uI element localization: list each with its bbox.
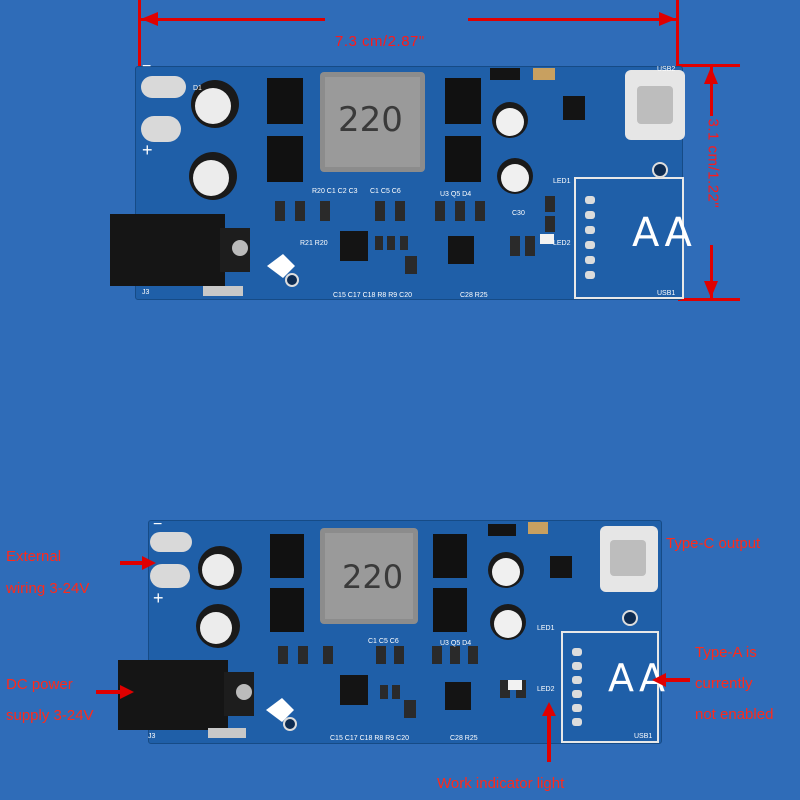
bottom-silk-j3: J3: [148, 733, 156, 740]
width-dimension-arrows: [141, 12, 676, 26]
top-usb-a-marking: AA: [632, 210, 696, 256]
bottom-silk-usb1: USB1: [634, 733, 653, 740]
bottom-silk-c28: C28 R25: [450, 735, 478, 742]
callout-type-c-output: Type-C output: [666, 535, 761, 552]
bottom-polarity-minus: −: [153, 516, 163, 533]
top-silk-c15: C15 C17 C18 R8 R9 C20: [333, 292, 412, 299]
bottom-usb-a-marking: AA: [608, 656, 670, 700]
top-silk-led2: LED2: [553, 240, 571, 247]
bottom-silk-c15: C15 C17 C18 R8 R9 C20: [330, 735, 409, 742]
callout-work-indicator: Work indicator light: [437, 775, 565, 792]
callout-type-a-line1: Type-A is: [695, 644, 757, 661]
top-silk-led1: LED1: [553, 178, 571, 185]
top-silk-j3: J3: [142, 289, 150, 296]
top-silk-r20: R20 C1 C2 C3: [312, 188, 358, 195]
height-dimension-tick-bottom: [678, 298, 740, 301]
height-dimension-line-top: [710, 66, 713, 116]
bottom-silk-c5: C1 C5 C6: [368, 638, 399, 645]
width-dimension-line-right: [468, 18, 678, 21]
bottom-silk-led2: LED2: [537, 686, 555, 693]
callout-external-wiring-line1: External: [6, 548, 62, 565]
width-dimension-tick-right: [676, 0, 679, 75]
top-silk-c30: C30: [512, 210, 525, 217]
top-silk-u3: U3 Q5 D4: [440, 191, 472, 198]
width-dimension-tick-left: [138, 0, 141, 75]
callout-dc-power-line1: DC power: [6, 676, 73, 693]
top-silk-c28: C28 R25: [460, 292, 488, 299]
top-silk-usb1: USB1: [657, 290, 676, 297]
height-dimension-line-bottom: [710, 245, 713, 299]
bottom-inductor-marking: 220: [342, 558, 404, 596]
top-silk-c5: C1 C5 C6: [370, 188, 401, 195]
top-polarity-minus: −: [142, 58, 152, 75]
callout-external-wiring-line2: wiring 3-24V: [6, 580, 90, 597]
bottom-pcb-components: [118, 522, 659, 743]
top-polarity-plus: +: [142, 140, 153, 160]
bottom-silk-led1: LED1: [537, 625, 555, 632]
top-pcb-components: [110, 68, 685, 299]
top-silk-usb2: USB2: [657, 66, 676, 73]
height-dimension-tick-top: [678, 64, 740, 67]
callout-dc-power-line2: supply 3-24V: [6, 707, 94, 724]
top-inductor-marking: 220: [338, 100, 403, 140]
width-dimension-label: 7.3 cm/2.87": [335, 33, 425, 50]
bottom-silk-u3: U3 Q5 D4: [440, 640, 472, 647]
height-dimension-arrows: [704, 67, 718, 298]
callout-type-a-line3: not enabled: [695, 706, 774, 723]
top-silk-d1: D1: [193, 85, 202, 92]
bottom-polarity-plus: +: [153, 588, 164, 608]
top-silk-r21: R21 R20: [300, 240, 328, 247]
callout-type-a-line2: currently: [695, 675, 753, 692]
width-dimension-line-left: [140, 18, 325, 21]
